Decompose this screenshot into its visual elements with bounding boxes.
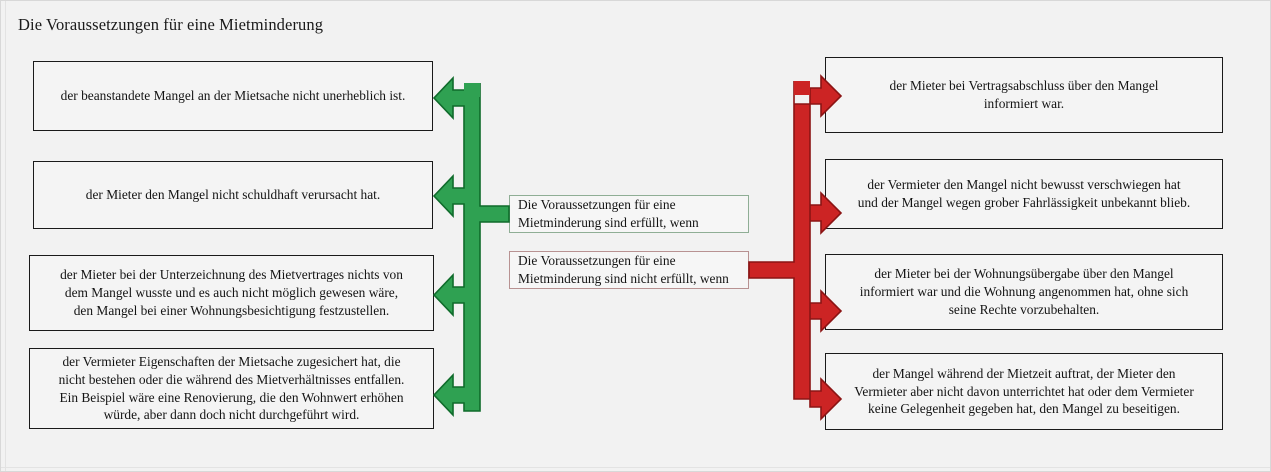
center-label-not-fulfilled: Die Voraussetzungen für eine Mietminderu… [509,251,749,289]
right-condition-text-1: der Mieter bei Vertragsabschluss über de… [889,78,1159,111]
red-branch-bar-1 [794,81,810,95]
left-condition-text-1: der beanstandete Mangel an der Mietsache… [60,88,406,104]
right-condition-box-1: der Mieter bei Vertragsabschluss über de… [825,57,1223,133]
right-condition-box-4: der Mangel während der Mietzeit auftrat,… [825,353,1223,430]
right-condition-text-2: der Vermieter den Mangel nicht bewusst v… [857,177,1191,210]
center-label-fulfilled-text: Die Voraussetzungen für eine Mietminderu… [518,196,699,231]
center-label-fulfilled: Die Voraussetzungen für eine Mietminderu… [509,195,749,233]
left-condition-box-1: der beanstandete Mangel an der Mietsache… [33,61,433,131]
left-condition-box-3: der Mieter bei der Unterzeichnung des Mi… [29,255,434,331]
left-condition-box-2: der Mieter den Mangel nicht schuldhaft v… [33,161,433,229]
left-condition-text-2: der Mieter den Mangel nicht schuldhaft v… [85,187,381,203]
page-title: Die Voraussetzungen für eine Mietminderu… [18,15,324,34]
frame-edge-left [5,1,6,471]
frame-edge-bottom [1,467,1270,468]
center-label-not-fulfilled-text: Die Voraussetzungen für eine Mietminderu… [518,252,729,287]
left-condition-text-4: der Vermieter Eigenschaften der Mietsach… [58,353,405,423]
green-branch-arrow [432,75,510,418]
right-condition-box-2: der Vermieter den Mangel nicht bewusst v… [825,159,1223,229]
green-arrow-shape [432,75,510,418]
right-condition-text-4: der Mangel während der Mietzeit auftrat,… [854,365,1194,417]
green-branch-bar-1 [464,83,480,97]
left-condition-box-4: der Vermieter Eigenschaften der Mietsach… [29,348,434,429]
left-condition-text-3: der Mieter bei der Unterzeichnung des Mi… [60,267,403,318]
right-condition-text-3: der Mieter bei der Wohnungsübergabe über… [859,266,1189,317]
right-condition-box-3: der Mieter bei der Wohnungsübergabe über… [825,254,1223,330]
